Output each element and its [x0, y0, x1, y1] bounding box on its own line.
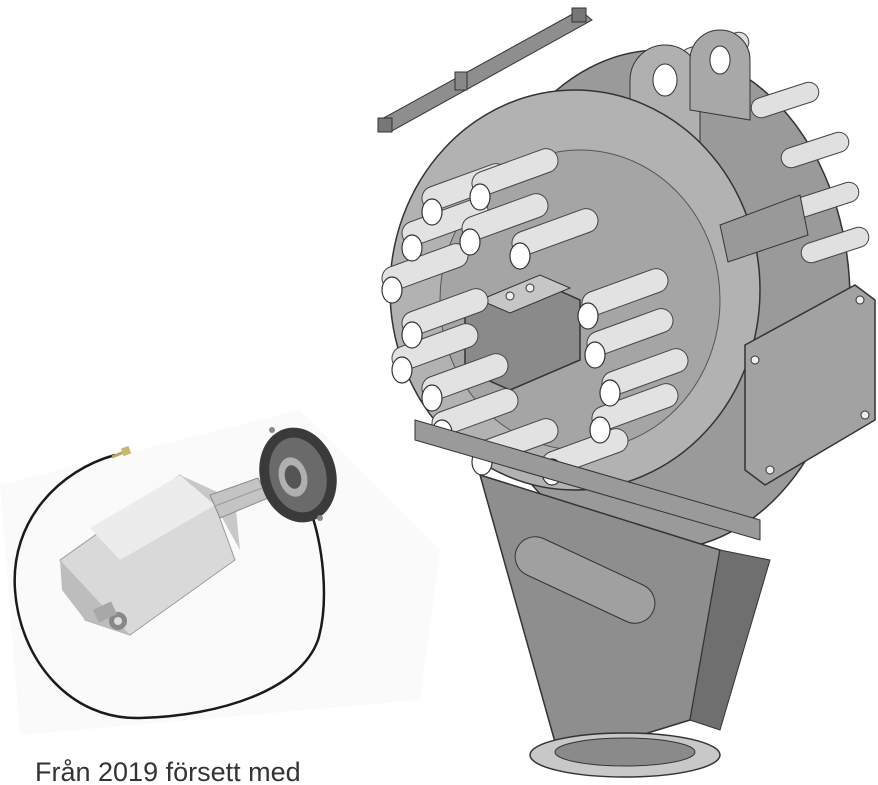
sensor-cable: [13, 453, 326, 720]
cable-connector: [111, 445, 132, 459]
caption-text: Från 2019 försett med: [35, 757, 301, 785]
hopper-base: [414, 419, 771, 778]
coupling-flange: [259, 427, 337, 523]
hydraulic-motor-photo: [0, 410, 440, 735]
cad-drum-drawing: [377, 7, 876, 778]
top-mounting-bar: [377, 7, 593, 133]
front-pipes: [381, 148, 689, 476]
side-cover-plate: [744, 284, 876, 486]
motor-body: [59, 474, 240, 636]
